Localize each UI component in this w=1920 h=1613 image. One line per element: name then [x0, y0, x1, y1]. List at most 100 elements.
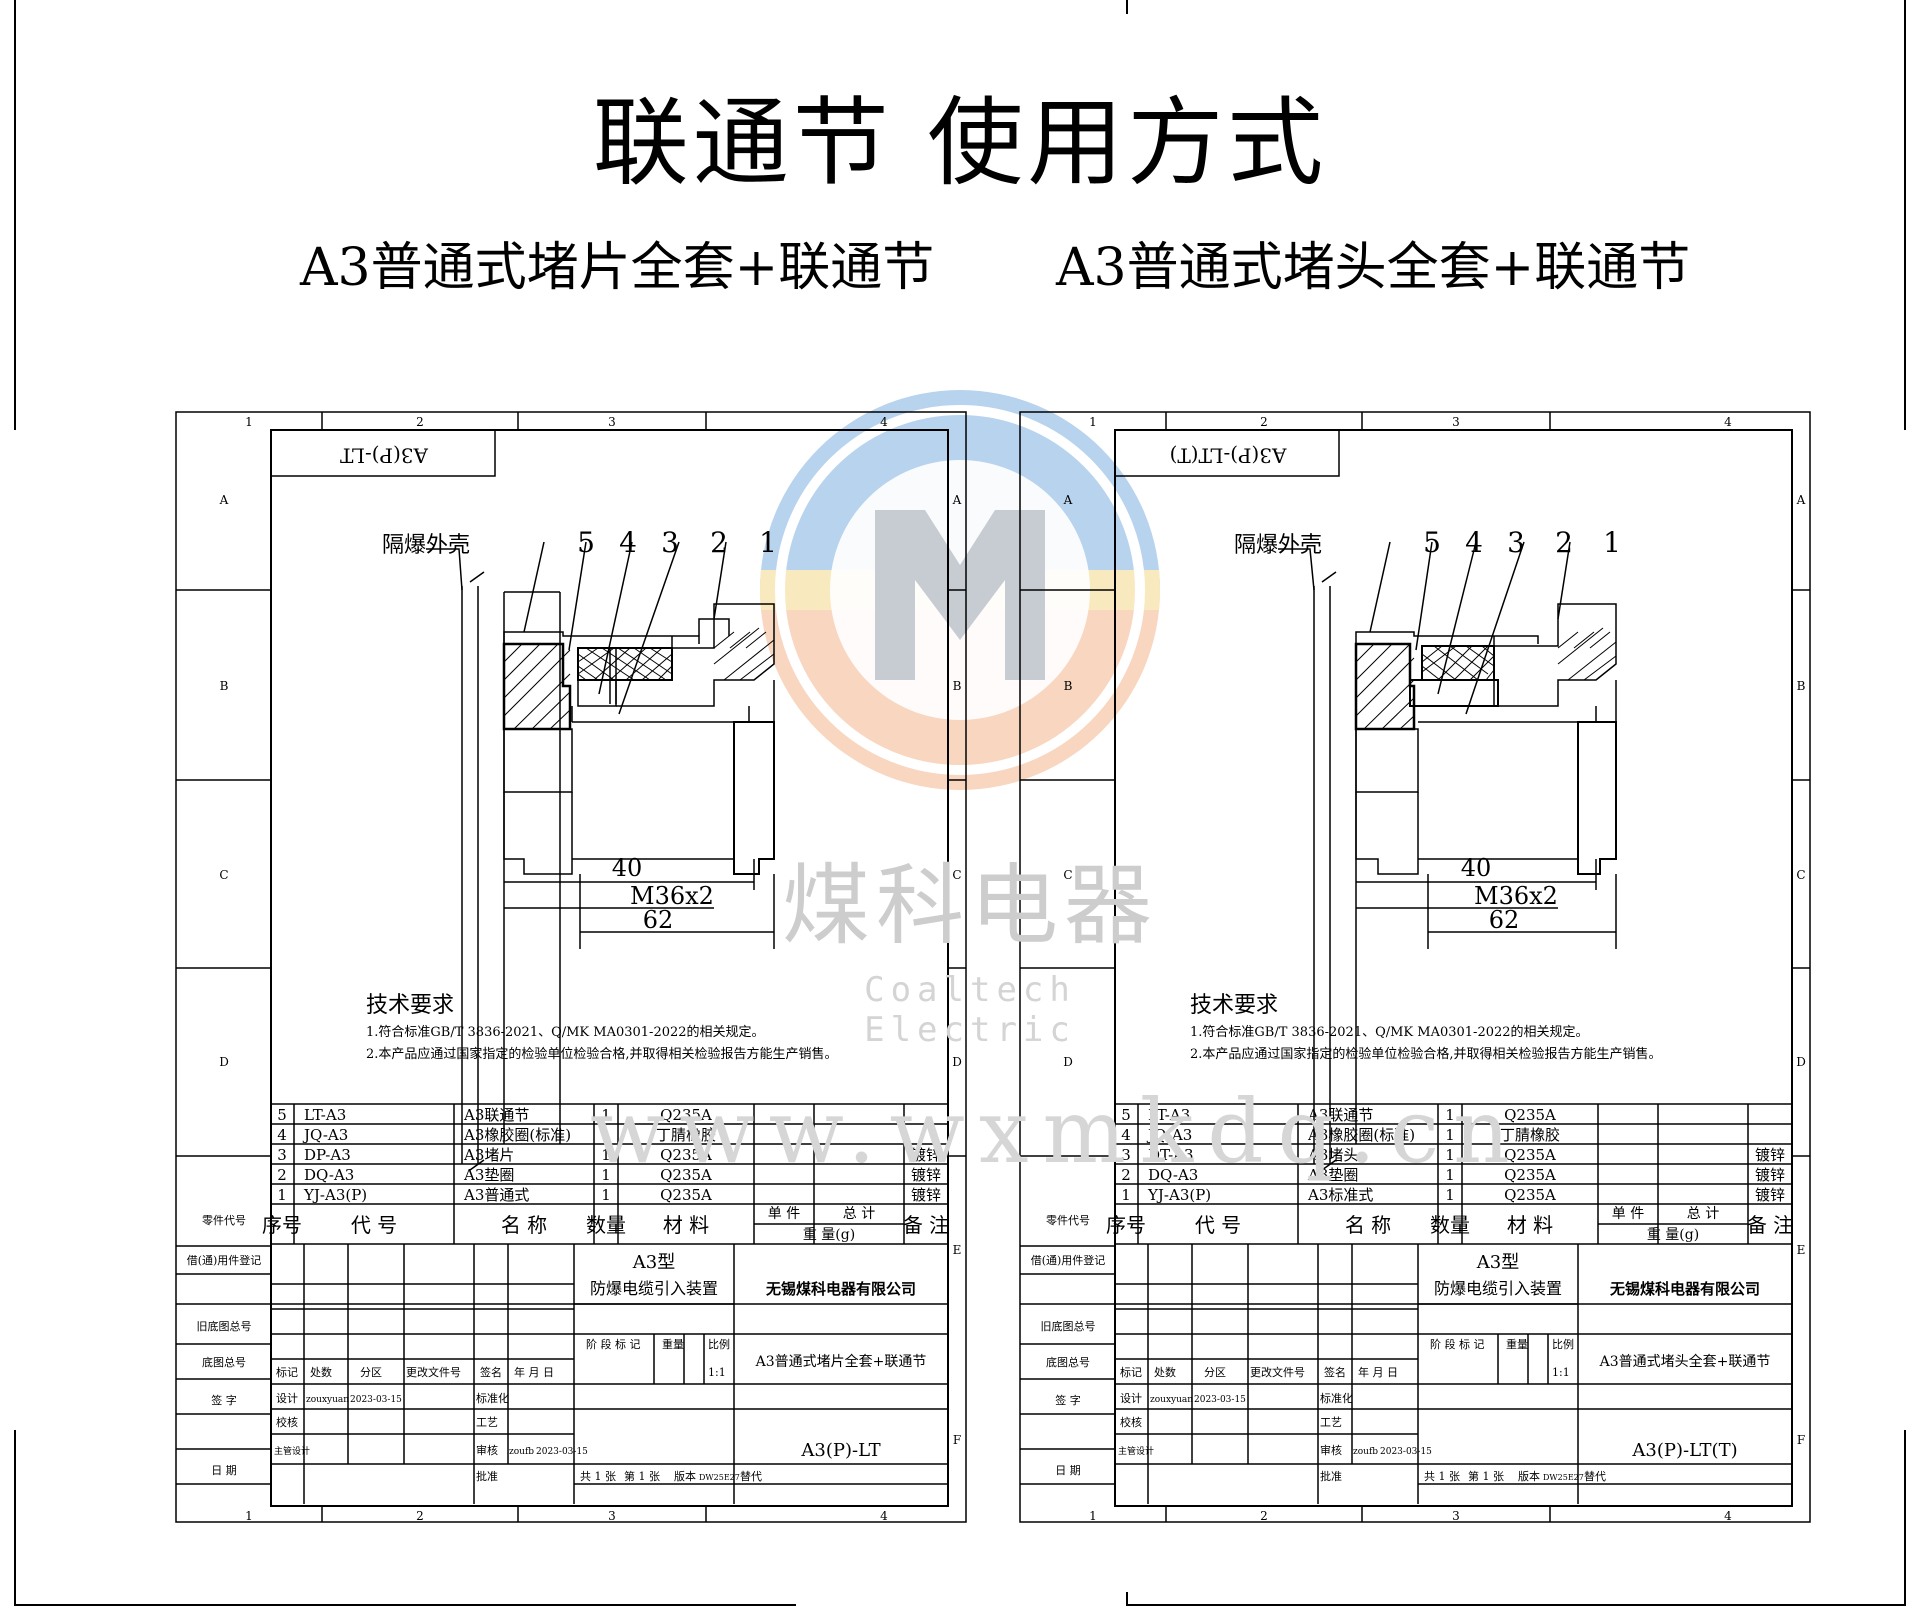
left-side-sign: 签 字	[211, 1393, 237, 1407]
border-center-top	[1126, 0, 1128, 14]
right-balloon-2: 2	[1555, 526, 1573, 559]
left-header-weight: 重 量(g)	[803, 1227, 855, 1243]
right-tb-doc: 更改文件号	[1250, 1365, 1305, 1379]
right-bom-code-1: YJ-A3(P)	[1147, 1186, 1211, 1204]
right-header-no: 序号	[1106, 1213, 1146, 1237]
left-balloon-1: 1	[759, 526, 777, 559]
right-bom-code-4: JQ-A3	[1146, 1126, 1192, 1144]
left-row-label-b: B	[220, 679, 229, 693]
right-col-label-4: 4	[1724, 415, 1732, 429]
left-col-label-4b: 4	[880, 1509, 888, 1523]
border-bottom-right-line	[1126, 1604, 1906, 1606]
left-tb-weight: 重量	[662, 1337, 684, 1351]
right-row-label-d: D	[1063, 1055, 1073, 1069]
left-balloon-2: 2	[710, 526, 728, 559]
left-tb-company: 无锡煤科电器有限公司	[765, 1280, 916, 1298]
left-drawing-code: A3(P)-LT	[339, 444, 429, 468]
left-col-label-2b: 2	[416, 1509, 424, 1523]
left-bom-qty-3: 1	[601, 1146, 611, 1164]
left-tb-model: A3型	[632, 1252, 675, 1273]
right-tb-version-label: 版本	[1518, 1469, 1540, 1483]
left-bom-no-1: 1	[277, 1186, 287, 1204]
right-row-label-a: A	[1063, 493, 1073, 507]
right-bom-note-2: 镀锌	[1755, 1166, 1785, 1184]
left-tb-product: 防爆电缆引入装置	[590, 1279, 718, 1298]
right-drawing-code: A3(P)-LT(T)	[1170, 444, 1288, 468]
left-side-date: 日 期	[211, 1464, 237, 1477]
right-tb-drawing-no: A3(P)-LT(T)	[1631, 1440, 1737, 1461]
right-housing-label: 隔爆外壳	[1234, 533, 1322, 558]
right-tb-stage: 阶 段 标 记	[1430, 1337, 1485, 1351]
right-bom-code-2: DQ-A3	[1148, 1166, 1198, 1184]
left-bom-name-4: A3橡胶圈(标准)	[463, 1126, 571, 1144]
left-bom-name-1: A3普通式	[463, 1186, 529, 1204]
page-title: 联通节 使用方式	[592, 87, 1328, 199]
right-row-label-a-r: A	[1796, 493, 1806, 507]
right-dim-62: 62	[1489, 906, 1520, 934]
right-bom-name-2: A3垫圈	[1307, 1166, 1358, 1184]
left-side-part-code: 零件代号	[202, 1214, 246, 1227]
left-bom-qty-5: 1	[601, 1106, 611, 1124]
left-col-label-2: 2	[416, 415, 424, 429]
left-row-label-c: C	[219, 868, 228, 882]
right-balloon-1: 1	[1603, 526, 1621, 559]
right-bom-qty-2: 1	[1445, 1166, 1455, 1184]
right-tb-product: 防爆电缆引入装置	[1434, 1279, 1562, 1298]
left-bom-note-3: 镀锌	[911, 1146, 941, 1164]
right-header-code: 代 号	[1195, 1213, 1241, 1237]
right-bom-no-4: 4	[1121, 1126, 1131, 1144]
left-tb-scale-label: 比例	[708, 1337, 730, 1351]
right-row-label-e-r: E	[1797, 1243, 1806, 1257]
right-tb-check: 校核	[1120, 1415, 1142, 1429]
right-balloon-3: 3	[1507, 526, 1525, 559]
left-header-total-weight: 总 计	[843, 1206, 875, 1222]
right-bom-material-3: Q235A	[1504, 1146, 1556, 1164]
right-bom-row-3: 3 DT-A3 A3堵头 1 Q235A 镀锌	[1121, 1146, 1785, 1164]
left-bom-row-2: 2 DQ-A3 A3垫圈 1 Q235A 镀锌	[277, 1166, 941, 1184]
left-tb-checker: zoufb	[509, 1447, 534, 1457]
right-header-total-weight: 总 计	[1687, 1206, 1719, 1222]
left-row-label-e-r: E	[953, 1243, 962, 1257]
right-tech-title: 技术要求	[1190, 993, 1278, 1018]
left-dim-40: 40	[612, 854, 643, 882]
right-tb-process: 工艺	[1320, 1416, 1342, 1429]
right-tb-company: 无锡煤科电器有限公司	[1609, 1280, 1760, 1298]
left-tb-current: 第 1 张	[624, 1469, 660, 1483]
left-tb-check-date: 2023-03-15	[536, 1447, 588, 1457]
right-bom-row-2: 2 DQ-A3 A3垫圈 1 Q235A 镀锌	[1121, 1166, 1785, 1184]
right-bom-no-5: 5	[1121, 1106, 1131, 1124]
left-tb-doc: 更改文件号	[406, 1365, 461, 1379]
right-tb-approve: 批准	[1320, 1469, 1342, 1483]
right-side-part-code: 零件代号	[1046, 1214, 1090, 1227]
right-col-label-2: 2	[1260, 415, 1268, 429]
right-row-label-d-r: D	[1796, 1055, 1806, 1069]
left-header-no: 序号	[262, 1213, 302, 1237]
left-dim-62: 62	[643, 906, 674, 934]
right-bom-row-1: 1 YJ-A3(P) A3标准式 1 Q235A 镀锌	[1121, 1186, 1785, 1204]
left-balloon-3: 3	[661, 526, 679, 559]
left-tb-date: 年 月 日	[514, 1365, 554, 1379]
right-header-unit-weight: 单 件	[1612, 1206, 1644, 1222]
left-tb-version-label: 版本	[674, 1469, 696, 1483]
right-header-material: 材 料	[1507, 1213, 1553, 1237]
border-top-left	[14, 0, 16, 430]
left-tb-scale: 1:1	[708, 1366, 726, 1379]
right-bom-material-4: 丁腈橡胶	[1500, 1126, 1560, 1144]
left-tb-check: 校核	[276, 1415, 298, 1429]
right-dim-40: 40	[1461, 854, 1492, 882]
left-tb-lead: 主管设计	[274, 1445, 310, 1457]
left-header-material: 材 料	[663, 1213, 709, 1237]
left-col-label-4: 4	[880, 415, 888, 429]
right-row-label-b-r: B	[1797, 679, 1806, 693]
right-row-label-c: C	[1063, 868, 1072, 882]
right-tb-check-date: 2023-03-15	[1380, 1447, 1432, 1457]
right-bom-code-5: LT-A3	[1148, 1106, 1190, 1124]
right-tech-line-1: 1.符合标准GB/T 3836-2021、Q/MK MA0301-2022的相关…	[1190, 1024, 1589, 1040]
right-subtitle: A3普通式堵头全套+联通节	[1056, 238, 1691, 298]
left-header-code: 代 号	[351, 1213, 397, 1237]
right-tb-std: 标准化	[1320, 1391, 1353, 1405]
left-header-qty: 数量	[586, 1213, 626, 1237]
left-bom-row-4: 4 JQ-A3 A3橡胶圈(标准) 1 丁腈橡胶	[277, 1126, 716, 1144]
left-housing-label: 隔爆外壳	[382, 533, 470, 558]
right-bom-qty-4: 1	[1445, 1126, 1455, 1144]
